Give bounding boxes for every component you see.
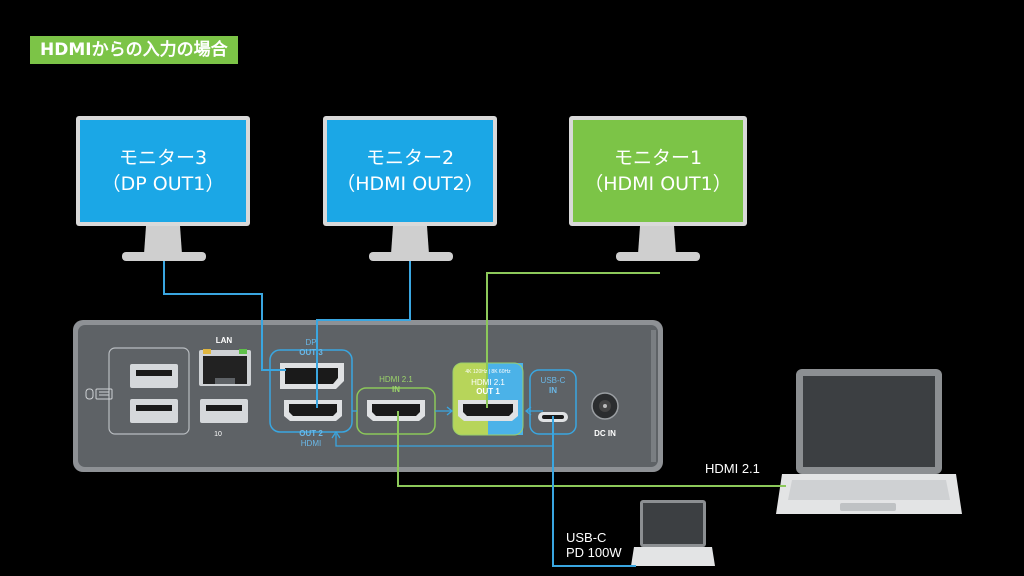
laptop-small <box>631 500 715 566</box>
monitor-2 <box>323 116 497 261</box>
monitor-3-label: モニター3 （DP OUT1） <box>80 145 246 197</box>
cable-monitor2 <box>316 261 411 408</box>
hdmi-cable-label: HDMI 2.1 <box>705 461 760 476</box>
cable-monitor1 <box>486 272 660 408</box>
cable-monitor3 <box>163 261 286 371</box>
monitor-1-port: （HDMI OUT1） <box>584 173 732 195</box>
monitor-2-screen <box>327 120 493 222</box>
usbc-cable-label-line1: USB-C <box>566 530 607 545</box>
monitor-1-screen <box>573 120 743 222</box>
hdmi-out2-top-label: OUT 2 <box>299 429 323 438</box>
monitor-2-port: （HDMI OUT2） <box>336 173 484 195</box>
monitor-3-port: （DP OUT1） <box>101 173 225 195</box>
dc-in-port <box>591 392 619 420</box>
monitor-2-label: モニター2 （HDMI OUT2） <box>327 145 493 197</box>
monitor-3 <box>76 116 250 261</box>
lan-port <box>199 349 251 386</box>
monitor-2-name: モニター2 <box>365 147 455 169</box>
keyboard-mouse-icon <box>85 388 113 400</box>
dp-out-top-label: DP <box>305 338 316 347</box>
usb-a-ports <box>85 347 190 435</box>
cable-hdmi-input <box>397 411 786 487</box>
usbc-in-bottom-label: IN <box>549 386 557 395</box>
hdmi-in-top-label: HDMI 2.1 <box>379 375 413 384</box>
hdmi-out1-spec-label: 4K 120Hz | 8K 60Hz <box>465 369 511 375</box>
hdmi-out1-bottom-label: OUT 1 <box>476 387 500 396</box>
monitor-3-screen <box>80 120 246 222</box>
lan-label: LAN <box>216 336 233 345</box>
monitor-1-name: モニター1 <box>613 147 703 169</box>
laptop-large <box>776 369 962 514</box>
dp-hdmi-out-group <box>269 349 353 433</box>
cable-usbc-input <box>552 416 636 567</box>
hdmi-out1-mid-label: HDMI 2.1 <box>471 378 505 387</box>
hdmi-in-bottom-label: IN <box>392 385 400 394</box>
monitor-3-name: モニター3 <box>118 147 208 169</box>
monitor-1-label: モニター1 （HDMI OUT1） <box>573 145 743 197</box>
monitor-1 <box>569 116 747 261</box>
usb-port-10g <box>200 399 248 423</box>
usbc-cable-label-line2: PD 100W <box>566 545 622 560</box>
dc-in-label: DC IN <box>594 429 616 438</box>
page-title: HDMIからの入力の場合 <box>30 36 238 64</box>
dp-out-bottom-label: OUT 3 <box>299 348 323 357</box>
usb-speed-label: 10 <box>214 431 222 438</box>
usbc-in-top-label: USB-C <box>541 376 566 385</box>
hdmi-out2-bottom-label: HDMI <box>301 439 321 448</box>
dock-station <box>73 320 663 472</box>
